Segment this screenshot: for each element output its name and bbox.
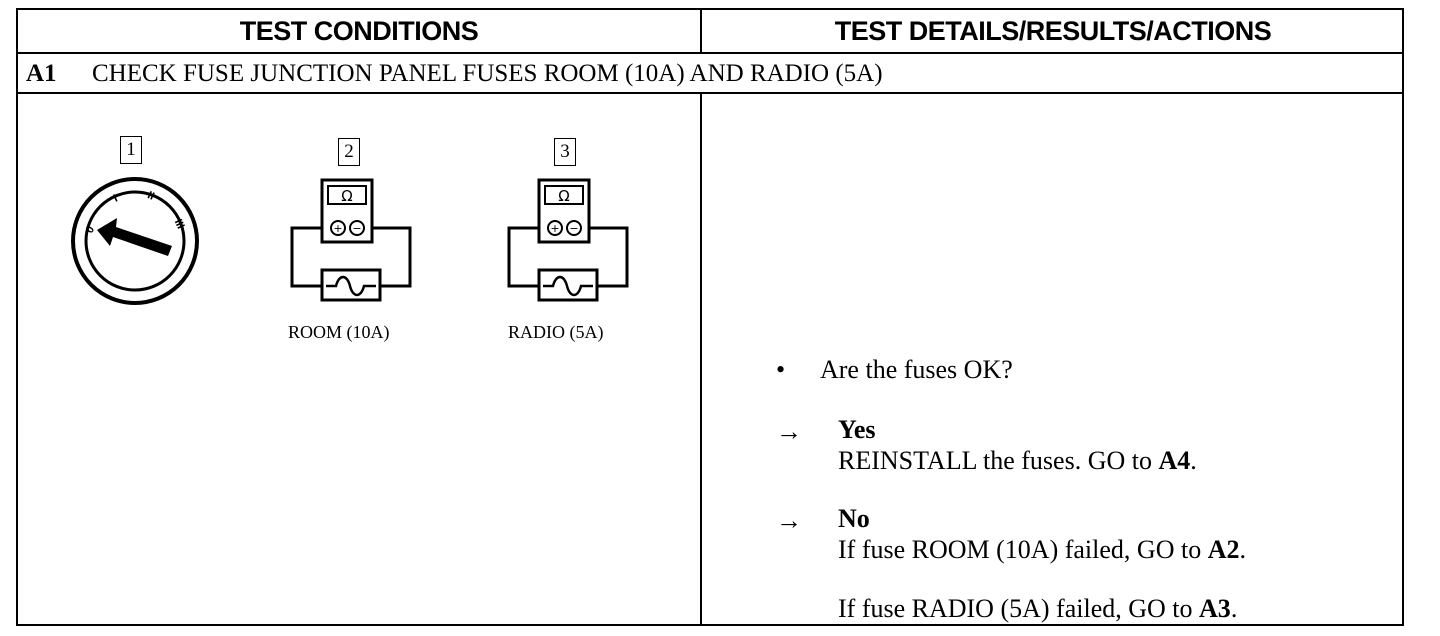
no-label: No	[838, 504, 870, 533]
no-action-room: If fuse ROOM (10A) failed, GO to A2.	[838, 535, 1246, 565]
meter-minus: −	[352, 222, 361, 235]
yes-action: REINSTALL the fuses. GO to A4.	[838, 446, 1197, 476]
header-test-details: TEST DETAILS/RESULTS/ACTIONS	[834, 15, 1272, 46]
question-text: Are the fuses OK?	[820, 355, 1013, 384]
header-bottom-rule	[18, 52, 1402, 54]
panel-number-3: 3	[554, 138, 576, 166]
yes-label: Yes	[838, 415, 876, 444]
ignition-switch-icon: 0 I II III	[71, 177, 199, 305]
meter-plus: +	[550, 222, 559, 235]
panel-number-1: 1	[120, 136, 142, 164]
ignition-pos-3: III	[172, 217, 187, 230]
header-test-conditions: TEST CONDITIONS	[239, 15, 479, 46]
no-action-radio-text: If fuse RADIO (5A) failed, GO to	[838, 594, 1200, 623]
no-action-radio-ref: A3	[1199, 594, 1231, 623]
ohmmeter-icon: Ω + −	[507, 178, 629, 302]
no-action-room-ref: A2	[1207, 535, 1240, 564]
meter-plus: +	[333, 222, 342, 235]
no-action-radio: If fuse RADIO (5A) failed, GO to A3.	[838, 594, 1237, 624]
yes-action-text: REINSTALL the fuses. GO to	[838, 446, 1159, 475]
meter-symbol: Ω	[558, 187, 569, 205]
body-divider	[700, 94, 702, 624]
bullet-icon: •	[776, 355, 786, 384]
no-action-room-end: .	[1239, 535, 1246, 564]
ignition-pos-2: II	[146, 189, 157, 202]
ignition-pos-1: I	[112, 193, 120, 205]
no-action-radio-end: .	[1230, 594, 1238, 623]
meter-symbol: Ω	[341, 187, 352, 205]
step-bottom-rule	[18, 92, 1402, 94]
meter-minus: −	[569, 222, 578, 235]
header-divider	[700, 10, 702, 54]
no-action-room-text: If fuse ROOM (10A) failed, GO to	[838, 535, 1208, 564]
panel-number-2: 2	[338, 138, 360, 166]
yes-action-end: .	[1190, 446, 1197, 475]
ignition-pos-0: 0	[84, 224, 97, 235]
fuse-label-radio: RADIO (5A)	[508, 322, 604, 342]
yes-action-ref: A4	[1158, 446, 1191, 475]
step-title: CHECK FUSE JUNCTION PANEL FUSES ROOM (10…	[92, 60, 883, 87]
step-title-row: A1 CHECK FUSE JUNCTION PANEL FUSES ROOM …	[26, 56, 883, 92]
arrow-right-icon: →	[776, 506, 802, 535]
step-code: A1	[26, 60, 57, 87]
fuse-label-room: ROOM (10A)	[288, 322, 390, 342]
ohmmeter-icon: Ω + −	[290, 178, 412, 302]
arrow-right-icon: →	[776, 417, 802, 446]
test-table: TEST CONDITIONS TEST DETAILS/RESULTS/ACT…	[16, 8, 1404, 626]
